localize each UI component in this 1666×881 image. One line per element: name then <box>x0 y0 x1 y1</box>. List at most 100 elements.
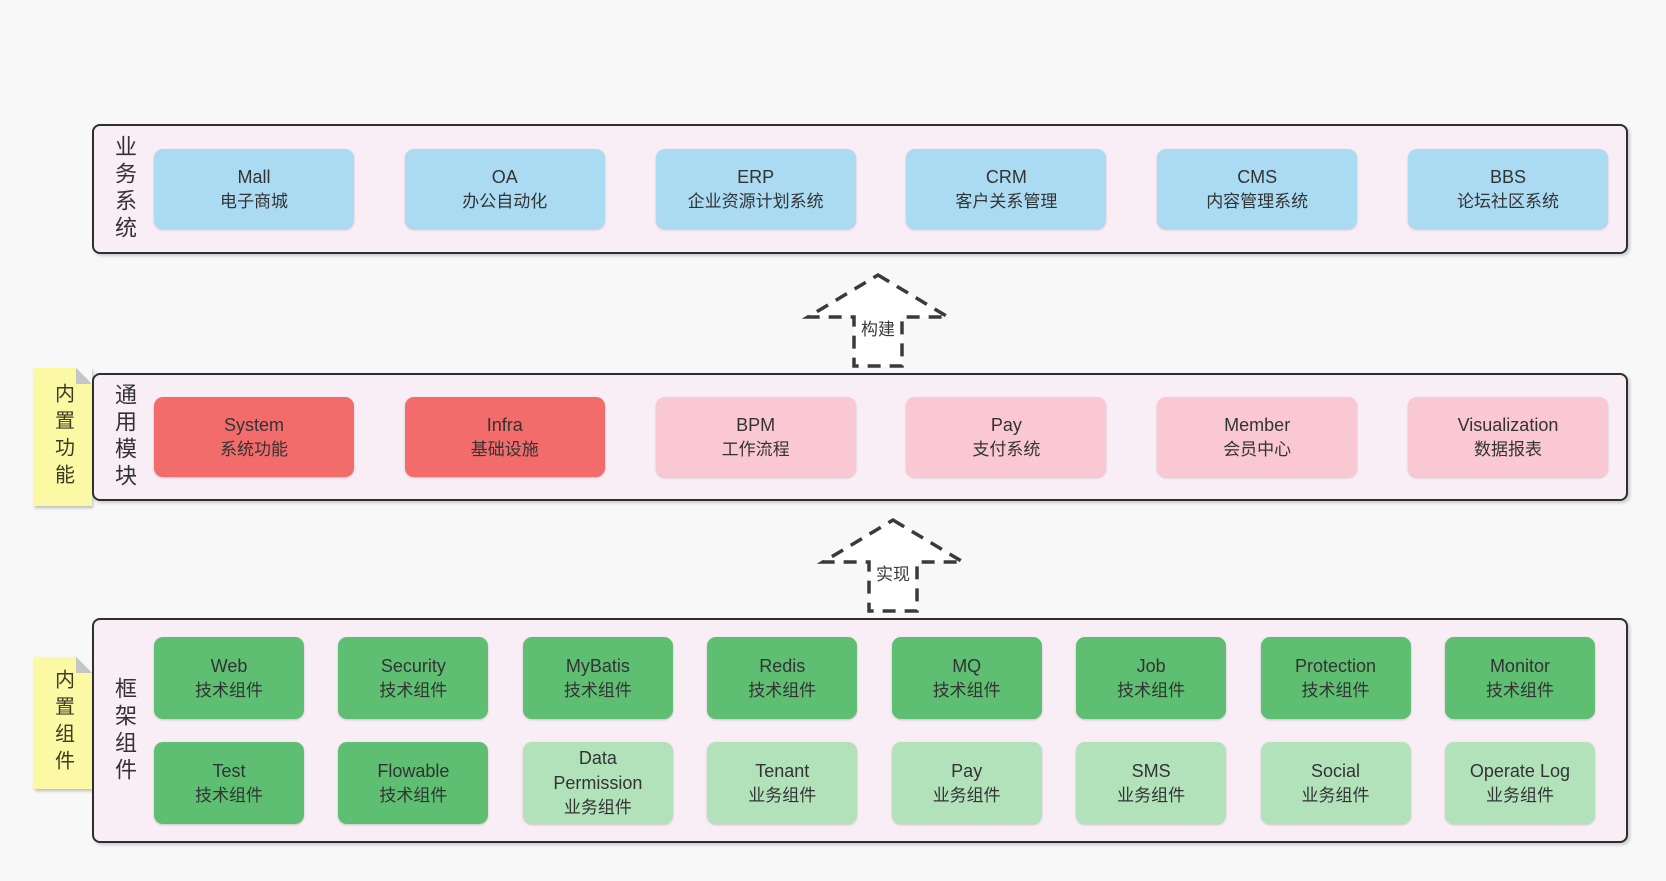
arrow-implement: 实现 <box>813 515 973 615</box>
box-title: Data Permission <box>553 748 643 794</box>
box-title: Flowable <box>377 760 450 781</box>
box-subtitle: 工作流程 <box>721 439 790 459</box>
sticky-note-text: 内置功能 <box>51 383 74 491</box>
box-title: Redis <box>759 655 806 676</box>
box-tenant: Tenant 业务组件 <box>707 742 858 824</box>
box-subtitle: 论坛社区系统 <box>1456 191 1559 211</box>
box-job: Job 技术组件 <box>1076 637 1227 719</box>
box-operate-log: Operate Log 业务组件 <box>1444 742 1595 824</box>
box-subtitle: 内容管理系统 <box>1206 191 1309 211</box>
layer-business-systems: 业务系统 Mall 电子商城 OA 办公自动化 ERP 企业资源计划系统 CRM… <box>92 124 1628 254</box>
sticky-note-built-in-components: 内置组件 <box>34 657 92 789</box>
box-data-permission: Data Permission 业务组件 <box>522 742 673 824</box>
box-title: BBS <box>1489 166 1526 187</box>
box-subtitle: 数据报表 <box>1473 439 1542 459</box>
box-title: MyBatis <box>565 655 630 676</box>
layer-framework-components: 框架组件 Web 技术组件 Security 技术组件 MyBatis 技术组件… <box>92 618 1628 843</box>
box-redis: Redis 技术组件 <box>707 637 858 719</box>
box-title: Pay <box>951 760 983 781</box>
box-subtitle: 企业资源计划系统 <box>687 191 824 211</box>
box-mybatis: MyBatis 技术组件 <box>522 637 673 719</box>
sticky-note-text: 内置组件 <box>51 669 74 777</box>
box-member: Member 会员中心 <box>1157 397 1358 477</box>
box-protection: Protection 技术组件 <box>1260 637 1411 719</box>
box-subtitle: 技术组件 <box>379 785 448 805</box>
box-subtitle: 基础设施 <box>470 439 539 459</box>
business-boxes-row: Mall 电子商城 OA 办公自动化 ERP 企业资源计划系统 CRM 客户关系… <box>146 149 1626 229</box>
box-title: OA <box>491 166 518 187</box>
box-subtitle: 技术组件 <box>932 680 1001 700</box>
box-subtitle: 电子商城 <box>220 191 288 211</box>
box-title: Operate Log <box>1469 760 1570 781</box>
box-title: Security <box>380 655 446 676</box>
layer-business-label: 业务系统 <box>112 135 137 243</box>
box-subtitle: 业务组件 <box>563 798 632 818</box>
folded-corner-icon <box>76 368 92 384</box>
box-subtitle: 技术组件 <box>195 785 263 805</box>
components-row-2: Test 技术组件 Flowable 技术组件 Data Permission … <box>154 742 1595 824</box>
box-title: Test <box>212 760 246 781</box>
box-title: Job <box>1136 655 1166 676</box>
box-sms: SMS 业务组件 <box>1076 742 1227 824</box>
box-subtitle: 技术组件 <box>195 680 263 700</box>
arrow-build-label: 构建 <box>858 314 898 341</box>
box-erp: ERP 企业资源计划系统 <box>655 149 856 229</box>
box-infra: Infra 基础设施 <box>404 397 605 477</box>
box-visualization: Visualization 数据报表 <box>1407 397 1608 477</box>
box-title: Infra <box>486 414 523 435</box>
box-subtitle: 技术组件 <box>563 680 632 700</box>
box-subtitle: 技术组件 <box>1117 680 1186 700</box>
box-title: Member <box>1224 414 1291 435</box>
box-subtitle: 系统功能 <box>220 439 288 459</box>
box-title: Monitor <box>1489 655 1550 676</box>
layer-modules-label: 通用模块 <box>112 383 137 491</box>
box-subtitle: 业务组件 <box>1117 785 1186 805</box>
components-grid: Web 技术组件 Security 技术组件 MyBatis 技术组件 Redi… <box>146 637 1626 824</box>
box-subtitle: 技术组件 <box>1301 680 1370 700</box>
box-title: SMS <box>1131 760 1171 781</box>
box-subtitle: 技术组件 <box>1485 680 1554 700</box>
box-title: Mall <box>237 166 271 187</box>
box-system: System 系统功能 <box>154 397 354 477</box>
box-subtitle: 业务组件 <box>1301 785 1370 805</box>
box-subtitle: 业务组件 <box>1485 785 1554 805</box>
box-subtitle: 会员中心 <box>1223 439 1292 459</box>
components-row-1: Web 技术组件 Security 技术组件 MyBatis 技术组件 Redi… <box>154 637 1595 719</box>
box-title: Web <box>210 655 248 676</box>
box-title: MQ <box>952 655 982 676</box>
box-mall: Mall 电子商城 <box>154 149 354 229</box>
box-title: CMS <box>1237 166 1278 187</box>
layer-components-label: 框架组件 <box>112 676 137 785</box>
box-test: Test 技术组件 <box>154 742 304 824</box>
box-title: CRM <box>985 166 1027 187</box>
box-subtitle: 业务组件 <box>748 785 817 805</box>
box-subtitle: 支付系统 <box>972 439 1041 459</box>
folded-corner-icon <box>76 657 92 673</box>
modules-boxes-row: System 系统功能 Infra 基础设施 BPM 工作流程 Pay 支付系统… <box>146 397 1626 477</box>
box-title: ERP <box>737 166 775 187</box>
box-subtitle: 业务组件 <box>932 785 1001 805</box>
box-pay-component: Pay 业务组件 <box>891 742 1042 824</box>
box-subtitle: 技术组件 <box>748 680 817 700</box>
box-social: Social 业务组件 <box>1260 742 1411 824</box>
box-cms: CMS 内容管理系统 <box>1157 149 1358 229</box>
box-title: BPM <box>736 414 776 435</box>
box-web: Web 技术组件 <box>154 637 304 719</box>
box-monitor: Monitor 技术组件 <box>1444 637 1595 719</box>
arrow-implement-label: 实现 <box>873 559 913 586</box>
box-pay-system: Pay 支付系统 <box>906 397 1107 477</box>
box-title: Tenant <box>755 760 810 781</box>
box-bpm: BPM 工作流程 <box>655 397 856 477</box>
box-oa: OA 办公自动化 <box>404 149 605 229</box>
box-mq: MQ 技术组件 <box>891 637 1042 719</box>
box-subtitle: 技术组件 <box>379 680 448 700</box>
box-subtitle: 办公自动化 <box>462 191 548 211</box>
box-subtitle: 客户关系管理 <box>955 191 1058 211</box>
box-title: Social <box>1311 760 1361 781</box>
box-crm: CRM 客户关系管理 <box>906 149 1107 229</box>
box-security: Security 技术组件 <box>338 637 489 719</box>
arrow-build: 构建 <box>798 270 958 370</box>
box-title: Visualization <box>1457 414 1559 435</box>
box-title: Pay <box>990 414 1022 435</box>
sticky-note-built-in-features: 内置功能 <box>34 368 92 506</box>
